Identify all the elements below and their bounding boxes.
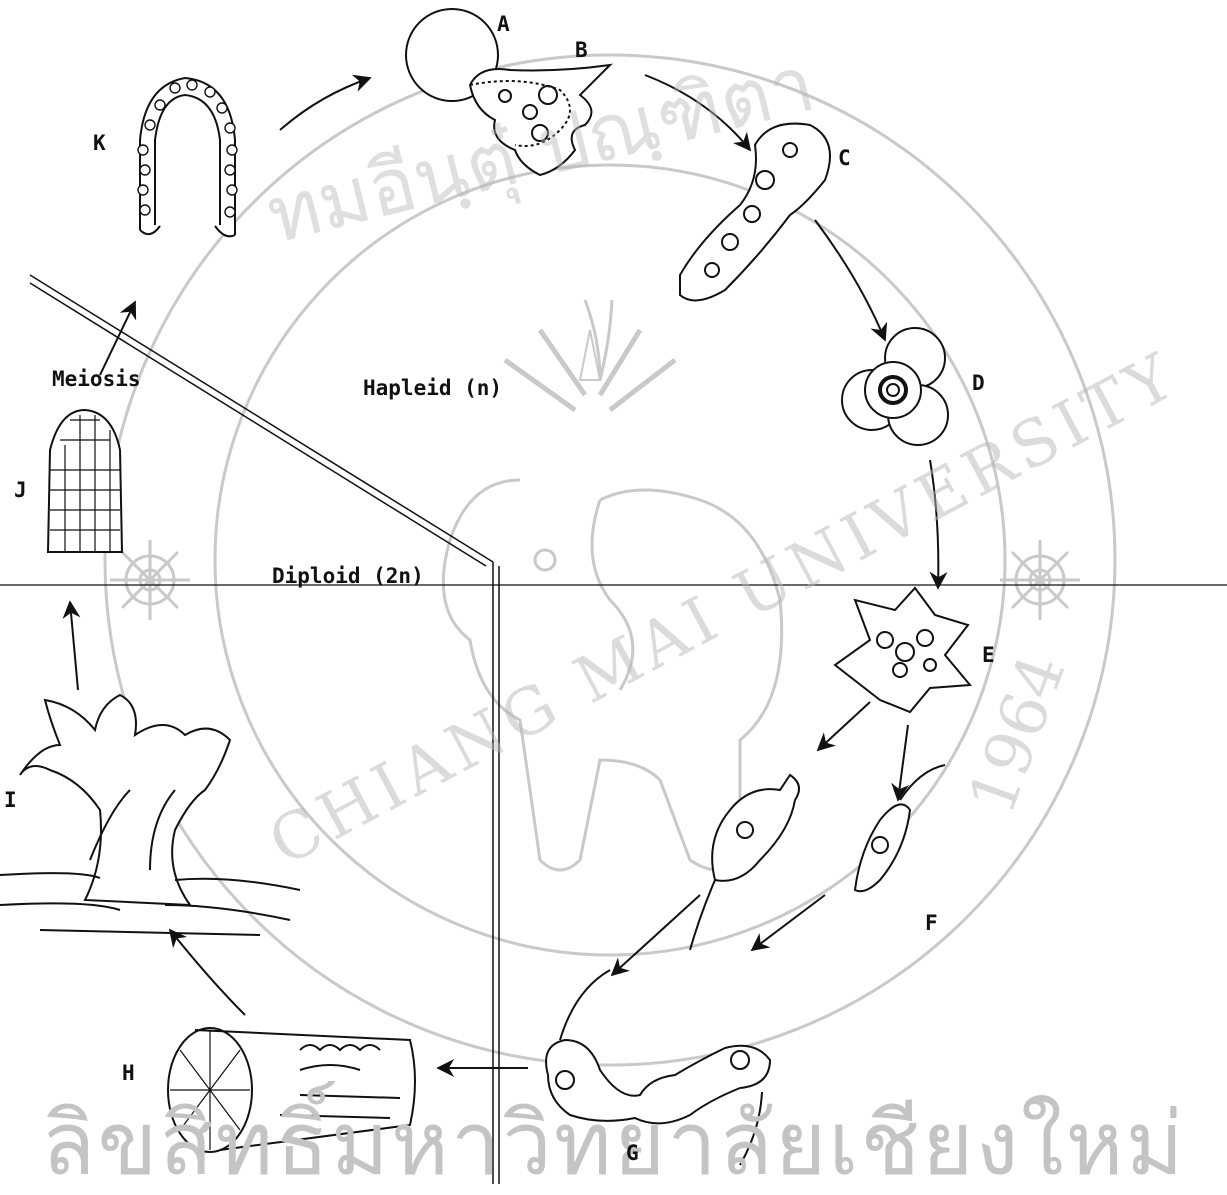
label-stage-h: H <box>122 1063 135 1084</box>
stage-e-star-cluster <box>835 588 970 712</box>
arrow-f-to-g-right <box>752 895 825 950</box>
label-stage-b: B <box>575 40 588 61</box>
watermark-right-flower-icon <box>1000 540 1080 620</box>
stage-f-swarm-cells <box>690 765 945 950</box>
label-stage-f: F <box>925 913 938 934</box>
label-stage-a: A <box>497 14 510 35</box>
stage-k-mature-sporangium <box>138 78 237 236</box>
label-stage-e: E <box>982 645 995 666</box>
label-meiosis: Meiosis <box>52 369 141 390</box>
label-stage-j: J <box>14 480 27 501</box>
label-diploid: Diploid (2n) <box>272 566 424 587</box>
stage-d-cluster <box>842 328 948 445</box>
label-stage-k: K <box>93 133 106 154</box>
arrow-c-to-d <box>815 220 885 340</box>
arrow-j-to-k <box>100 302 135 375</box>
label-stage-c: C <box>838 148 851 169</box>
arrow-i-to-j <box>70 602 78 690</box>
stage-j-sporangium <box>48 410 122 552</box>
label-haploid: Hapleid (n) <box>363 378 502 399</box>
arrow-e-to-f-right <box>898 725 908 800</box>
arrow-e-to-f-left <box>818 702 870 750</box>
arrow-f-to-g-left <box>612 895 700 975</box>
watermark-torch-icon <box>505 300 675 410</box>
arrow-h-to-i <box>170 930 245 1015</box>
label-stage-g: G <box>626 1143 639 1164</box>
label-stage-d: D <box>972 373 985 394</box>
label-stage-i: I <box>4 790 17 811</box>
watermark-thai-bottom-text: ลิขสิทธิ์มหาวิทยาลัยเชียงใหม่ <box>0 1100 1227 1188</box>
